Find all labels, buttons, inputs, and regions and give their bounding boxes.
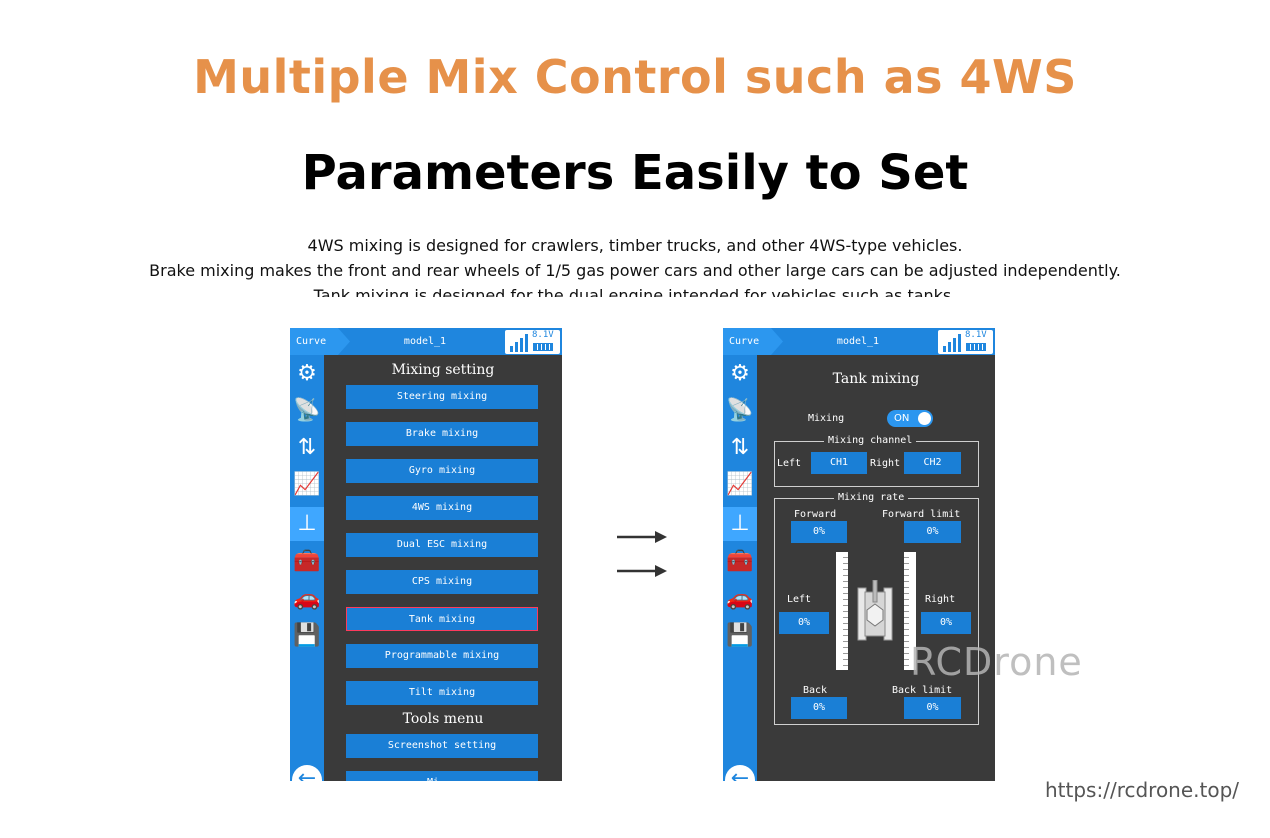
back-arrow-icon[interactable]: ← [725, 765, 755, 781]
voltage-readout: 8.1V [965, 330, 987, 340]
chart-icon[interactable]: 📈 [726, 472, 754, 497]
description-line-3: Tank mixing is designed for the dual eng… [313, 286, 957, 297]
site-url[interactable]: https://rcdrone.top/ [1045, 778, 1240, 802]
channel-left-select[interactable]: CH1 [811, 452, 867, 474]
headline: Multiple Mix Control such as 4WS [193, 50, 1077, 104]
car-swap-icon[interactable]: 🚗 [726, 586, 754, 611]
mixing-label: Mixing [808, 413, 845, 424]
right-track-slider[interactable] [904, 552, 916, 670]
curve-tab[interactable]: Curve [723, 328, 783, 355]
left-track-slider[interactable] [836, 552, 848, 670]
chart-icon[interactable]: 📈 [293, 472, 321, 497]
tank-mixing-screen: Curve model_1 8.1V ⚙ 📡 ⇅ 📈 ⊥ 🧰 🚗 💾 ← Tan… [723, 328, 995, 781]
forward-limit-label: Forward limit [882, 509, 961, 520]
brake-mixing-button[interactable]: Brake mixing [346, 422, 538, 446]
left-rate-value[interactable]: 0% [779, 612, 829, 634]
mixing-channel-title: Mixing channel [824, 435, 917, 446]
sd-card-icon[interactable]: 💾 [293, 623, 321, 648]
forward-value[interactable]: 0% [791, 521, 847, 543]
programmable-mixing-button[interactable]: Programmable mixing [346, 644, 538, 668]
channel-right-label: Right [870, 458, 901, 469]
back-arrow-icon[interactable]: ← [292, 765, 322, 781]
description: 4WS mixing is designed for crawlers, tim… [0, 233, 1270, 297]
toolbox-icon[interactable]: 🧰 [293, 549, 321, 574]
toolbox-icon[interactable]: 🧰 [726, 549, 754, 574]
screenshot-setting-button[interactable]: Screenshot setting [346, 734, 538, 758]
gyro-mixing-button[interactable]: Gyro mixing [346, 459, 538, 483]
tank-mixing-title: Tank mixing [832, 371, 920, 387]
gear-icon[interactable]: ⚙ [730, 361, 750, 386]
sidebar: ⚙ 📡 ⇅ 📈 ⊥ 🧰 🚗 💾 ← [723, 355, 757, 781]
mixing-toggle[interactable]: ON [887, 410, 933, 427]
description-line-2: Brake mixing makes the front and rear wh… [149, 261, 1121, 280]
back-limit-label: Back limit [892, 685, 953, 696]
mixing-setting-screen: Curve model_1 8.1V ⚙ 📡 ⇅ 📈 ⊥ 🧰 🚗 💾 ← Mix… [290, 328, 562, 781]
cps-mixing-button[interactable]: CPS mixing [346, 570, 538, 594]
voltage-readout: 8.1V [532, 330, 554, 340]
gear-icon[interactable]: ⚙ [297, 361, 317, 386]
chassis-icon[interactable]: ⊥ [723, 507, 757, 541]
status-indicators: 8.1V [938, 330, 993, 354]
right-arrow-icon [617, 565, 667, 577]
left-rate-label: Left [787, 594, 812, 605]
description-line-1: 4WS mixing is designed for crawlers, tim… [307, 236, 963, 255]
battery-icon [966, 343, 986, 351]
model-name: model_1 [403, 336, 447, 347]
signal-icon [510, 334, 530, 352]
signal-icon [943, 334, 963, 352]
tank-icon [857, 580, 893, 641]
channel-left-label: Left [777, 458, 802, 469]
steering-mixing-button[interactable]: Steering mixing [346, 385, 538, 409]
status-bar: Curve model_1 8.1V [723, 328, 995, 355]
car-swap-icon[interactable]: 🚗 [293, 586, 321, 611]
dual-esc-mixing-button[interactable]: Dual ESC mixing [346, 533, 538, 557]
curve-tab[interactable]: Curve [290, 328, 350, 355]
reverse-arrows-icon[interactable]: ⇅ [730, 435, 750, 460]
tools-menu-title: Tools menu [402, 711, 484, 727]
forward-limit-value[interactable]: 0% [904, 521, 961, 543]
reverse-arrows-icon[interactable]: ⇅ [297, 435, 317, 460]
transmitter-icon[interactable]: 📡 [293, 398, 321, 423]
right-rate-value[interactable]: 0% [921, 612, 971, 634]
mixing-setting-title: Mixing setting [391, 362, 495, 378]
toggle-knob [918, 412, 931, 425]
mixing-rate-title: Mixing rate [834, 492, 909, 503]
battery-icon [533, 343, 553, 351]
back-value[interactable]: 0% [791, 697, 847, 719]
tank-mixing-button[interactable]: Tank mixing [346, 607, 538, 631]
back-limit-value[interactable]: 0% [904, 697, 961, 719]
model-name: model_1 [836, 336, 880, 347]
watermark: RCDrone [910, 640, 1083, 684]
tools-menu-item[interactable]: Mi... [346, 771, 538, 781]
channel-right-select[interactable]: CH2 [904, 452, 961, 474]
transmitter-icon[interactable]: 📡 [726, 398, 754, 423]
chassis-icon[interactable]: ⊥ [290, 507, 324, 541]
status-indicators: 8.1V [505, 330, 560, 354]
sidebar: ⚙ 📡 ⇅ 📈 ⊥ 🧰 🚗 💾 ← [290, 355, 324, 781]
mixing-toggle-state: ON [894, 413, 910, 424]
4ws-mixing-button[interactable]: 4WS mixing [346, 496, 538, 520]
sd-card-icon[interactable]: 💾 [726, 623, 754, 648]
subheadline: Parameters Easily to Set [301, 145, 969, 201]
back-label: Back [803, 685, 828, 696]
forward-label: Forward [794, 509, 837, 520]
right-arrow-icon [617, 531, 667, 543]
status-bar: Curve model_1 8.1V [290, 328, 562, 355]
right-rate-label: Right [925, 594, 956, 605]
tilt-mixing-button[interactable]: Tilt mixing [346, 681, 538, 705]
